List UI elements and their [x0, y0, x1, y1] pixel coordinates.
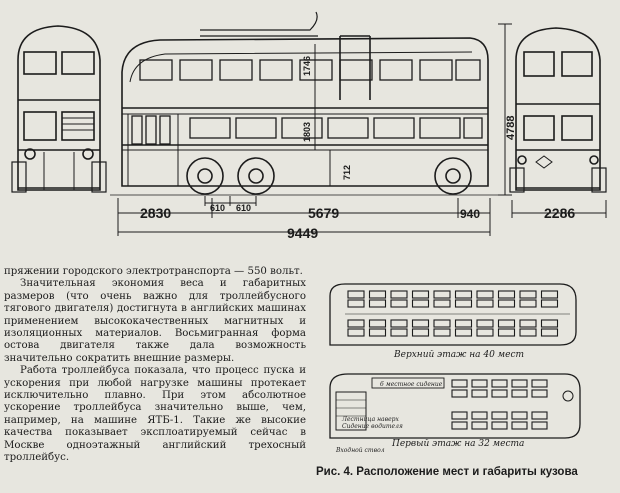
front-view [11, 25, 107, 193]
seat [390, 290, 408, 299]
seat [519, 299, 537, 308]
seat [531, 389, 548, 398]
seat [511, 379, 528, 388]
seat [390, 319, 408, 328]
stairs-label: Лестница наверх [341, 416, 400, 423]
paragraph: Работа троллейбуса показала, что процесс… [4, 365, 306, 464]
seat [519, 328, 537, 337]
entry-label: Входной ствол [335, 447, 385, 454]
seat [390, 328, 408, 337]
seat [476, 299, 494, 308]
seat [454, 299, 473, 308]
seat [511, 389, 528, 398]
seat [368, 290, 387, 299]
seat [347, 319, 365, 328]
dim-610-b: 610 [236, 203, 251, 213]
lower-deck-plan [329, 373, 581, 439]
seat [368, 299, 387, 308]
seat [540, 328, 559, 337]
seat [476, 290, 494, 299]
dim-5679: 5679 [308, 205, 339, 221]
seat [347, 299, 365, 308]
seat [531, 379, 548, 388]
seat [347, 328, 365, 337]
seat [497, 290, 516, 299]
seat [511, 421, 528, 430]
seat-note: 6 местное сидение [380, 381, 443, 388]
wheels [186, 157, 472, 195]
upper-deck-label: Верхний этаж на 40 мест [393, 350, 524, 360]
seat [347, 290, 365, 299]
seat [471, 379, 488, 388]
seat [531, 421, 548, 430]
seat [368, 328, 387, 337]
seat [497, 299, 516, 308]
seat [476, 319, 494, 328]
lower-deck-label: Первый этаж на 32 места [391, 439, 524, 449]
paragraph: пряжении городского электротранспорта — … [4, 266, 303, 277]
seat [411, 299, 430, 308]
seat [540, 299, 559, 308]
rear-view [509, 27, 607, 193]
seat [433, 290, 451, 299]
paragraph: Значительная экономия веса и габаритных … [4, 278, 306, 364]
seat [476, 328, 494, 337]
seat [531, 411, 548, 420]
figure-caption: Рис. 4. Расположение мест и габариты куз… [316, 466, 578, 478]
seat [451, 421, 468, 430]
dim-9449: 9449 [287, 225, 318, 241]
dim-4788: 4788 [505, 116, 517, 140]
seat [411, 290, 430, 299]
seat [491, 421, 508, 430]
seat [519, 319, 537, 328]
dimension-labels: 1746 1803 712 4788 2830 610 610 5679 940… [140, 56, 575, 241]
seat [497, 319, 516, 328]
seat [411, 319, 430, 328]
seat [451, 379, 468, 388]
seat [491, 411, 508, 420]
seat [454, 328, 473, 337]
upper-deck-plan [329, 283, 577, 346]
seat [491, 389, 508, 398]
seat [540, 290, 559, 299]
seat [433, 319, 451, 328]
seat [451, 389, 468, 398]
seat [471, 389, 488, 398]
dimension-lines [117, 23, 607, 236]
seat [390, 299, 408, 308]
seat [471, 411, 488, 420]
seat [491, 379, 508, 388]
seat [540, 319, 559, 328]
seat [511, 411, 528, 420]
seat [454, 290, 473, 299]
dim-1803: 1803 [302, 122, 312, 142]
seat [368, 319, 387, 328]
seat [411, 328, 430, 337]
article-body: пряжении городского электротранспорта — … [4, 266, 306, 465]
side-view [110, 11, 500, 196]
dim-610-a: 610 [210, 203, 225, 213]
dim-940: 940 [460, 207, 480, 221]
seat [454, 319, 473, 328]
seat [433, 328, 451, 337]
seat [471, 421, 488, 430]
seat [451, 411, 468, 420]
dim-2286: 2286 [544, 205, 575, 221]
driver-label: Сидение водителя [342, 423, 403, 430]
seat [497, 328, 516, 337]
seat [433, 299, 451, 308]
dim-1746: 1746 [302, 56, 312, 76]
seat [519, 290, 537, 299]
dim-712: 712 [342, 165, 352, 180]
dim-2830: 2830 [140, 205, 171, 221]
